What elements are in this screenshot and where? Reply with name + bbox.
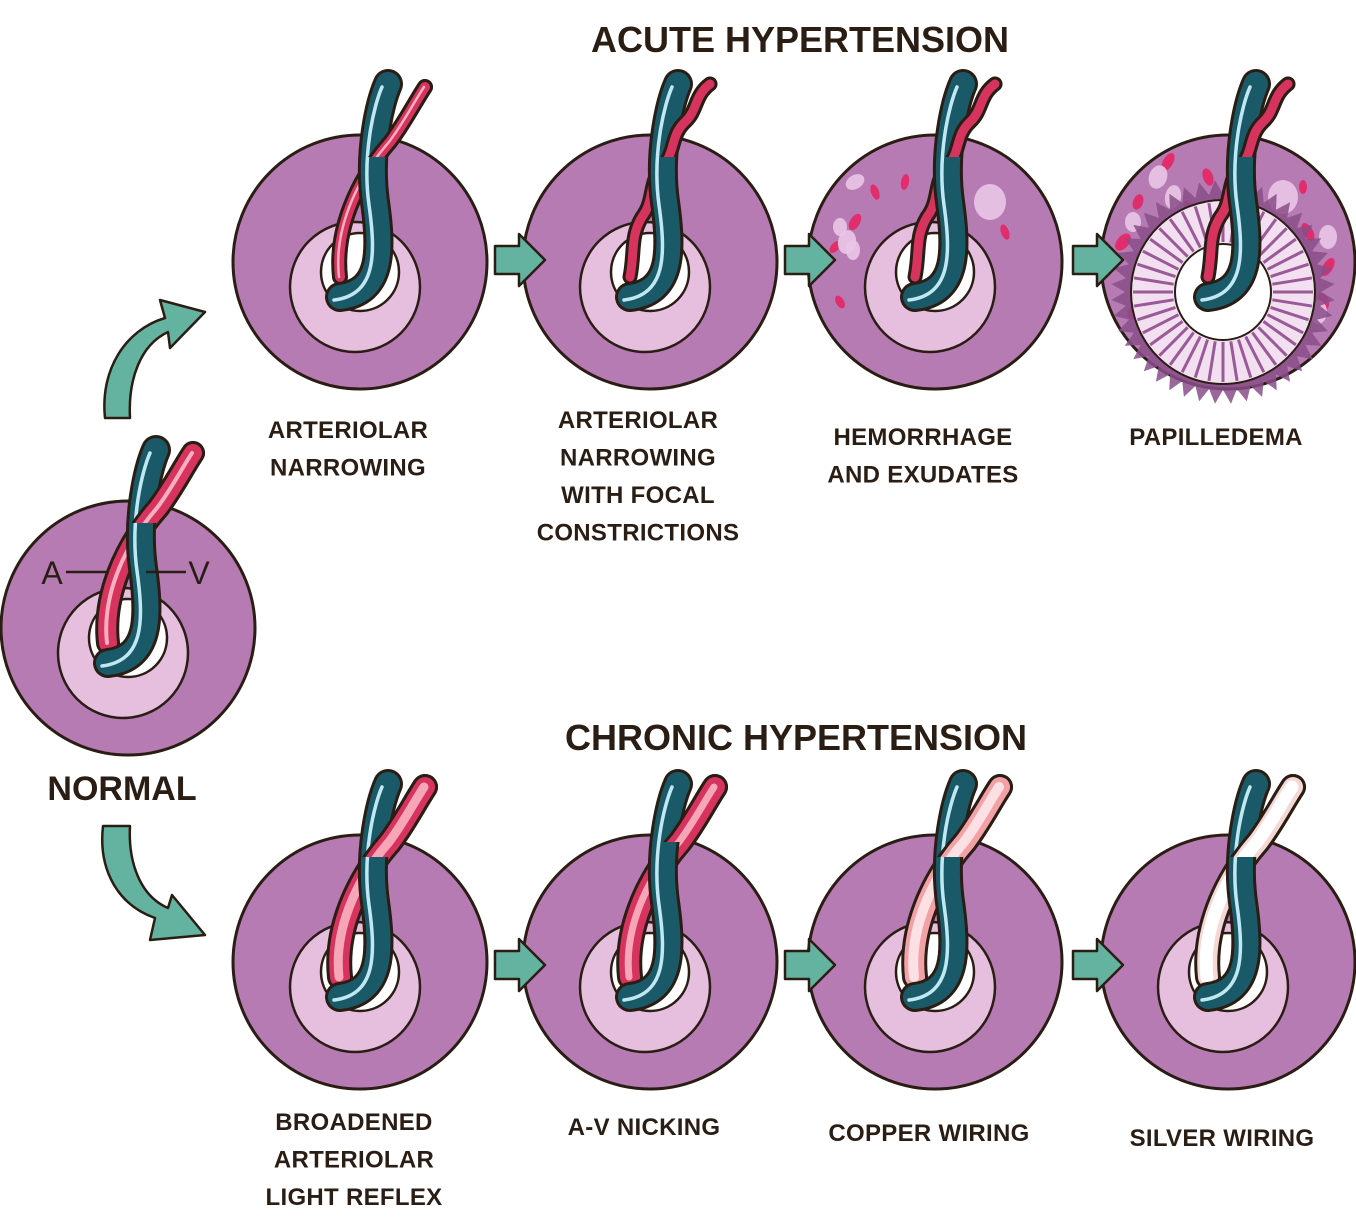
acute-stage-label-2-line: WITH FOCAL [561,482,715,509]
acute-arrow-1 [493,232,547,288]
chronic-arrow-1 [493,937,547,993]
chronic-stage-label-4-line: SILVER WIRING [1130,1125,1315,1152]
chronic-eye-1 [231,784,489,1091]
acute-title: ACUTE HYPERTENSION [591,19,1009,60]
chronic-arrow-2 [783,937,837,993]
acute-stage-label-1-line: NARROWING [270,455,426,482]
acute-stage-label-2: ARTERIOLAR NARROWING WITH FOCAL CONSTRICTIO… [537,407,740,547]
arrow-to-chronic [101,824,207,942]
chronic-arrow-3 [1071,937,1125,993]
chronic-title: CHRONIC HYPERTENSION [565,717,1027,758]
acute-stage-label-3: HEMORRHAGE AND EXUDATES [827,424,1018,489]
vein-marker: V [188,555,210,591]
chronic-stage-label-4: SILVER WIRING [1130,1125,1315,1152]
acute-eye-4 [1099,84,1356,404]
chronic-stage-label-1-line: BROADENED [275,1109,432,1136]
chronic-stage-label-1: BROADENED ARTERIOLAR LIGHT REFLEX [266,1109,443,1211]
normal-eye [0,450,257,757]
chronic-eye-4 [1099,784,1356,1091]
arrow-to-acute [103,298,207,420]
chronic-eye-2 [521,784,779,1091]
acute-stage-label-1-line: ARTERIOLAR [268,417,428,444]
acute-stage-label-2-line: NARROWING [560,445,716,472]
chronic-stage-label-1-line: LIGHT REFLEX [266,1184,443,1211]
acute-eye-2 [521,84,779,391]
acute-stage-label-4: PAPILLEDEMA [1129,424,1303,451]
normal-label: NORMAL [47,770,196,808]
chronic-stage-label-2: A-V NICKING [568,1114,721,1141]
artery-marker: A [41,555,63,591]
acute-stage-label-3-line: HEMORRHAGE [833,424,1012,451]
acute-eye-1 [231,84,489,391]
acute-stage-label-2-line: CONSTRICTIONS [537,520,740,547]
acute-stage-label-2-line: ARTERIOLAR [558,407,718,434]
acute-arrow-2 [783,232,837,288]
chronic-stage-label-2-line: A-V NICKING [568,1114,721,1141]
acute-arrow-3 [1071,232,1125,288]
acute-stage-label-4-line: PAPILLEDEMA [1129,424,1303,451]
chronic-eye-3 [806,784,1064,1091]
acute-stage-label-1: ARTERIOLAR NARROWING [268,417,428,482]
hemorrhage-exudate-spots [829,174,1010,309]
chronic-stage-label-3-line: COPPER WIRING [828,1120,1029,1147]
chronic-stage-label-3: COPPER WIRING [828,1120,1029,1147]
acute-stage-label-3-line: AND EXUDATES [827,462,1018,489]
acute-eye-3 [806,84,1064,391]
chronic-stage-label-1-line: ARTERIOLAR [274,1147,434,1174]
